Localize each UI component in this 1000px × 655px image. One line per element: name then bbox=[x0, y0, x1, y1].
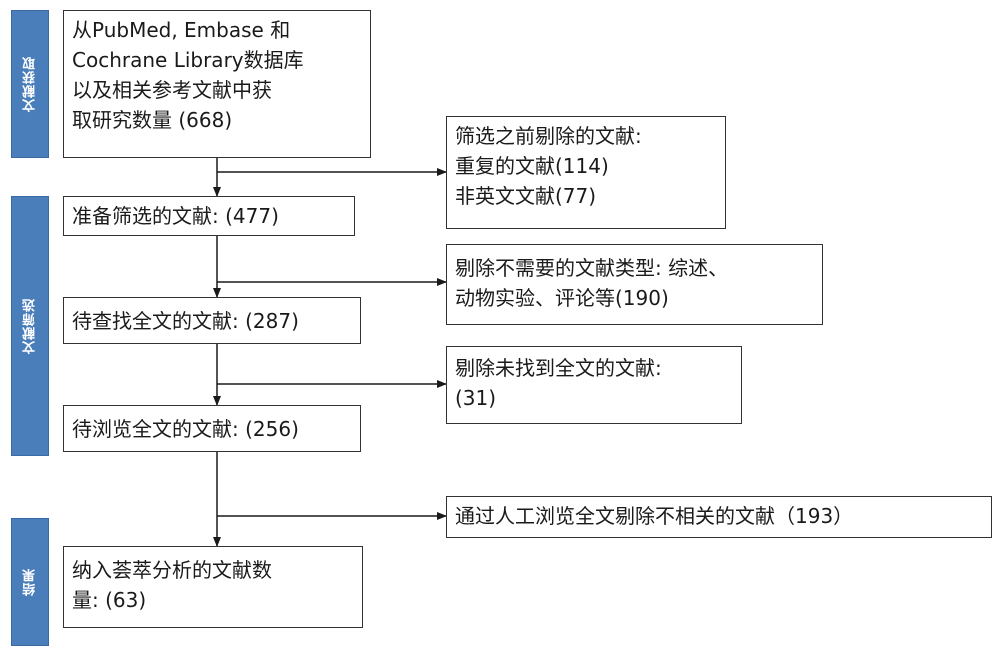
records-identified-box: 从PubMed, Embase 和 Cochrane Library数据库 以及… bbox=[63, 10, 371, 158]
phase-label-screening: 文献筛选 bbox=[11, 196, 49, 456]
phase-label-identification: 文献获取 bbox=[11, 10, 49, 158]
records-screened-box: 准备筛选的文献: (477) bbox=[63, 196, 355, 236]
reports-assessed-box: 待浏览全文的文献: (256) bbox=[63, 405, 361, 452]
excluded-types-box: 剔除不需要的文献类型: 综述、 动物实验、评论等(190) bbox=[446, 244, 823, 325]
reports-sought-box: 待查找全文的文献: (287) bbox=[63, 297, 361, 344]
excluded-full-text-box: 通过人工浏览全文剔除不相关的文献（193） bbox=[446, 496, 992, 538]
phase-label-included: 结果 bbox=[11, 518, 49, 646]
studies-included-box: 纳入荟萃分析的文献数 量: (63) bbox=[63, 546, 363, 628]
not-retrieved-box: 剔除未找到全文的文献: (31) bbox=[446, 346, 742, 424]
removed-before-screening-box: 筛选之前剔除的文献: 重复的文献(114) 非英文文献(77) bbox=[446, 116, 726, 229]
